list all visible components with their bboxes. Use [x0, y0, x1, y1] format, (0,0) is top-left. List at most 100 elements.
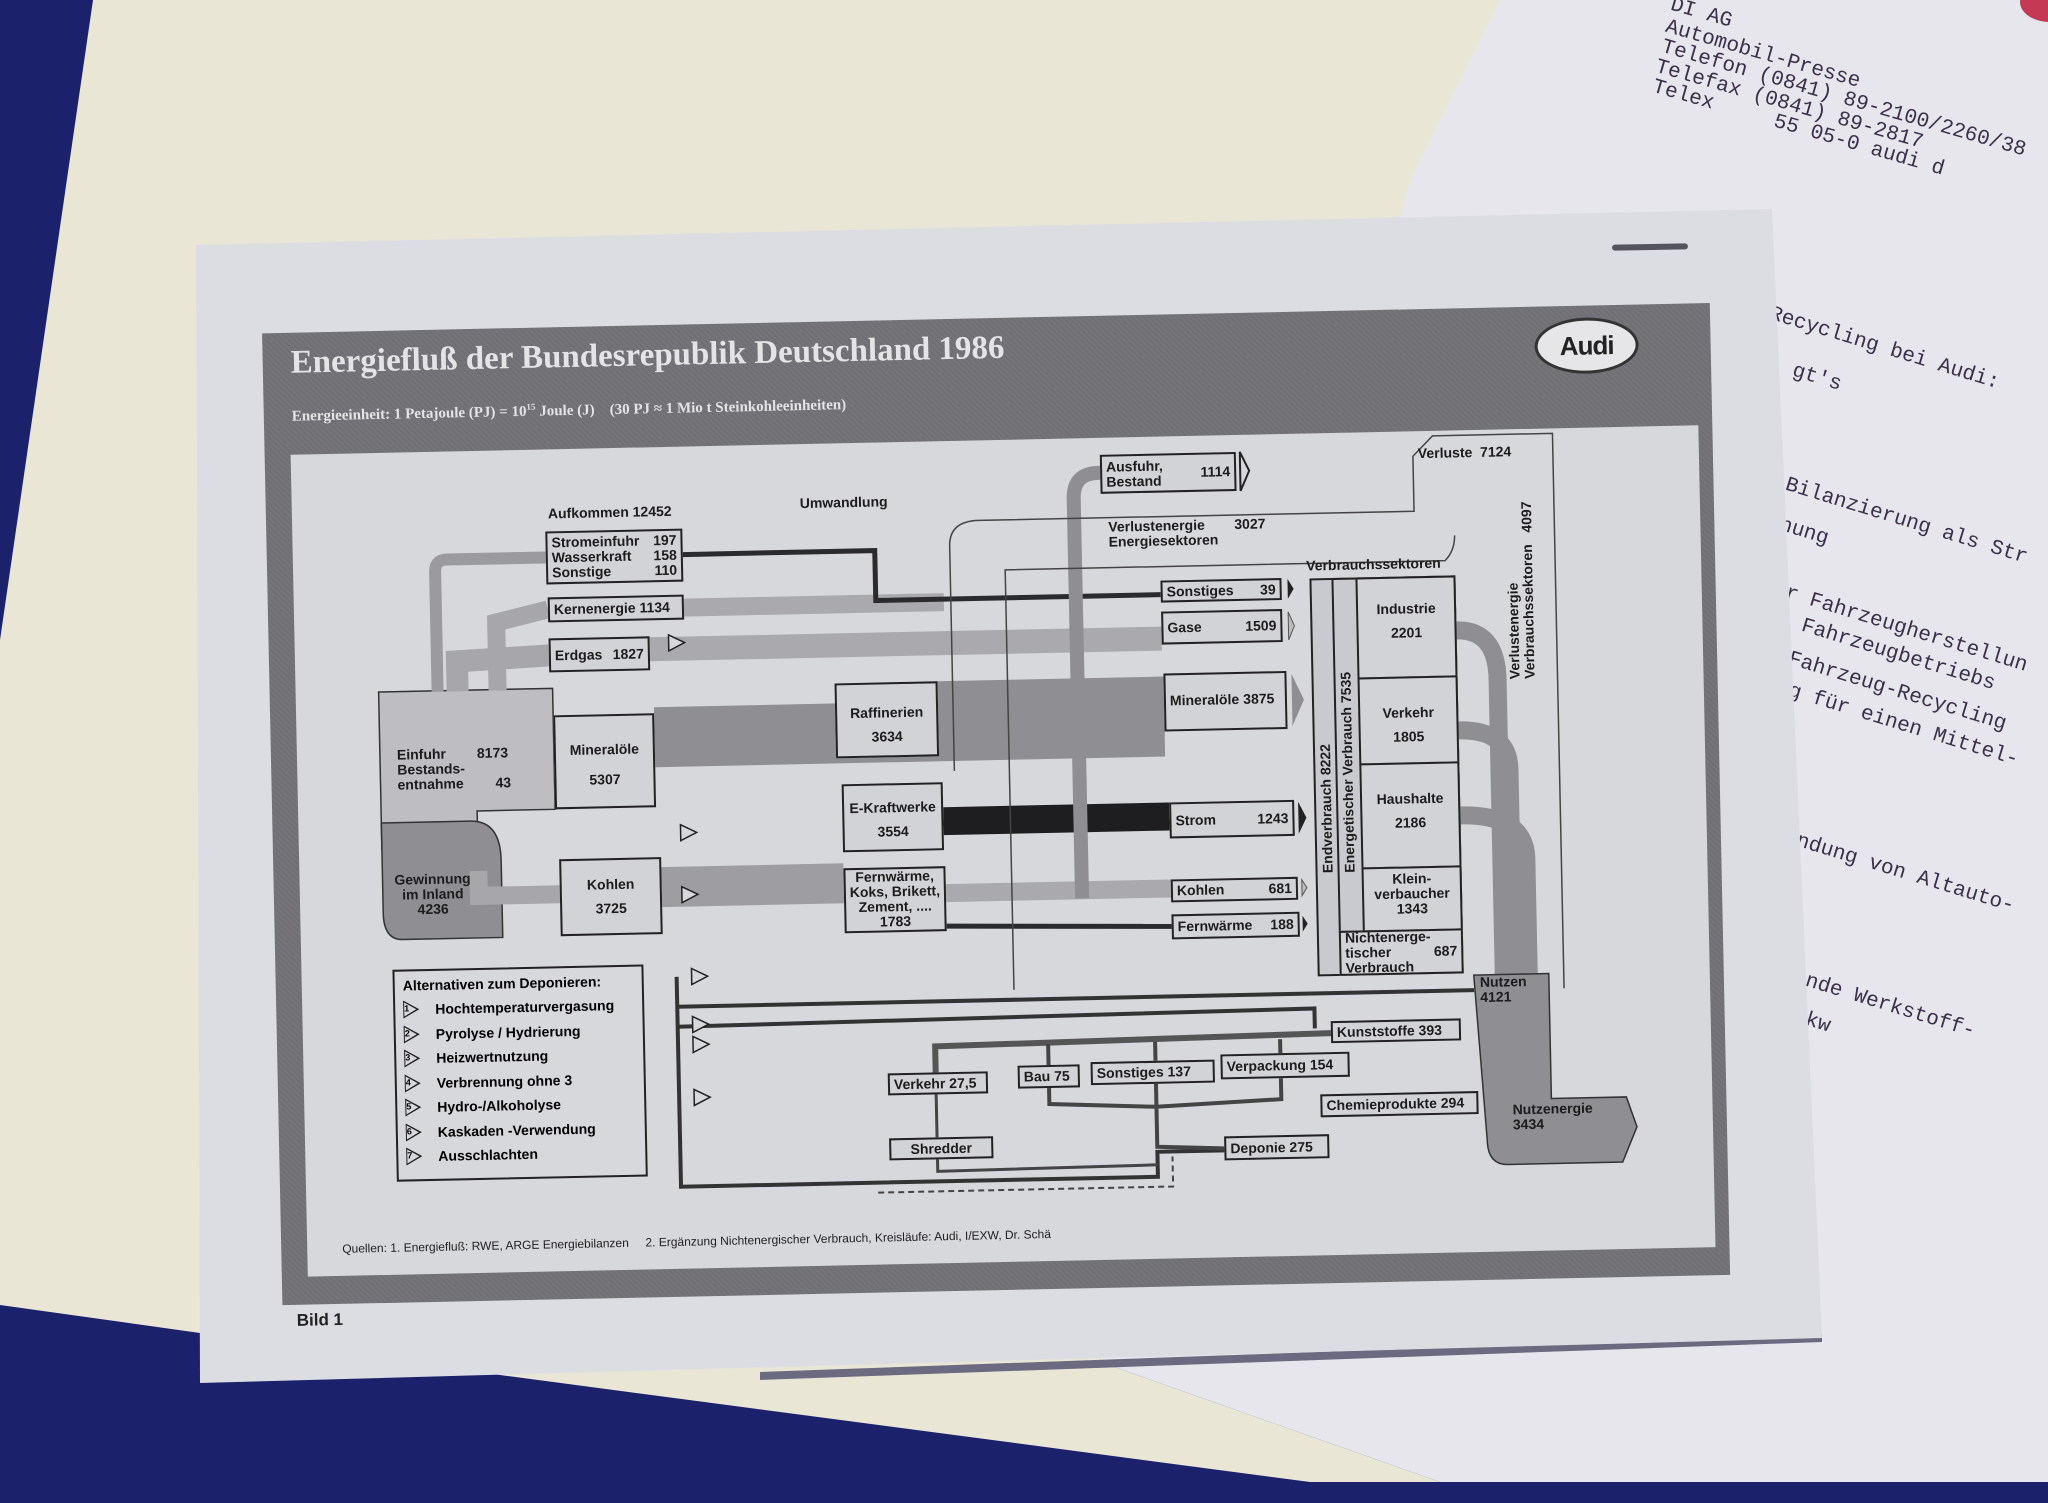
sector-industrie: Industrie 2201 — [1355, 575, 1458, 680]
node-kunststoffe: Kunststoffe 393 — [1330, 1018, 1462, 1044]
node-label: Sonstiges — [1166, 582, 1234, 600]
node-value: 681 — [1268, 879, 1293, 897]
nutzenergie-label: Nutzenergie 3434 — [1512, 1099, 1593, 1133]
output-arrow — [1301, 877, 1308, 898]
flow-band-fernwaerme — [946, 923, 1172, 929]
flow-band — [469, 870, 561, 906]
flow-band-ausfuhr — [1066, 465, 1101, 899]
node-label: Erdgas — [554, 646, 603, 664]
node-label: Verkehr — [1382, 703, 1435, 721]
flow-band-shredder — [934, 1094, 1158, 1173]
alternative-4-arrow — [690, 967, 710, 986]
node-bau: Bau 75 — [1017, 1064, 1081, 1089]
verlustenergie-energiesektoren-value: 3027 — [1234, 515, 1266, 533]
flow-band — [429, 551, 546, 692]
node-label: Kohlen — [1176, 881, 1225, 899]
numbered-triangle-icon: 7 — [406, 1147, 423, 1166]
alternative-3-arrow — [680, 885, 700, 904]
node-fernwaerme-koks: Fernwärme, Koks, Brikett, Zement, .... 1… — [843, 866, 947, 934]
output-arrow — [1287, 611, 1295, 641]
node-value: 1343 — [1396, 900, 1429, 917]
alternative-7-arrow — [693, 1088, 712, 1107]
node-sonstiges-recycling: Sonstiges 137 — [1090, 1059, 1215, 1086]
einfuhr-value: 8173 — [476, 744, 509, 761]
flow-band-recycling — [1046, 1039, 1283, 1066]
letter-body-line: gt's — [1789, 360, 1845, 397]
node-value: 3634 — [871, 728, 903, 745]
node-value: 5307 — [589, 770, 621, 788]
verlustenergie-energiesektoren-label: Verlustenergie Energiesektoren — [1108, 516, 1219, 550]
node-label: Nichtenerge- tischer Verbrauch — [1344, 928, 1431, 976]
flow-band-recycling — [677, 988, 1475, 1009]
flow-band-verlust — [948, 432, 1565, 989]
legend-label: Hydro-/Alkoholyse — [437, 1096, 562, 1116]
node-label: Ausfuhr, Bestand — [1105, 457, 1163, 490]
alternative-5-arrow — [691, 1015, 711, 1034]
gewinnung-label: Gewinnung im Inland 4236 — [394, 870, 471, 918]
output-arrow — [1287, 578, 1294, 599]
node-label: E-Kraftwerke — [849, 798, 936, 817]
legend-label: Verbrennung ohne 3 — [436, 1071, 573, 1091]
node-value: 110 — [654, 561, 678, 579]
output-strom: Strom 1243 — [1169, 799, 1295, 839]
flow-band — [445, 644, 550, 692]
legend-label: Pyrolyse / Hydrierung — [435, 1022, 581, 1042]
node-label: Haushalte — [1376, 789, 1444, 808]
legend-number: 1 — [404, 1003, 410, 1014]
node-label: Fernwärme — [1177, 916, 1253, 935]
node-label: Strom — [1175, 811, 1217, 829]
node-label: Mineralöle — [569, 740, 640, 758]
legend-number: 6 — [406, 1126, 412, 1137]
node-label: Industrie — [1376, 599, 1436, 618]
flow-band-sector-loss — [1458, 721, 1523, 980]
node-label: Kohlen — [586, 875, 635, 893]
legend-number: 4 — [405, 1077, 411, 1088]
alternative-1-arrow — [667, 633, 687, 653]
output-kohlen: Kohlen 681 — [1170, 876, 1299, 903]
output-arrow — [1238, 451, 1251, 492]
letter-body-line: nde Werkstoff- — [1802, 970, 1978, 1044]
node-label: Gase — [1167, 618, 1202, 636]
dashed-return-line — [878, 1156, 1175, 1194]
node-value: 1243 — [1257, 809, 1289, 827]
node-shredder: Shredder — [889, 1136, 994, 1161]
flow-band-recycling — [1047, 1078, 1284, 1151]
numbered-triangle-icon: 5 — [405, 1098, 422, 1117]
endverbrauch-label: Endverbrauch 8222 — [1316, 743, 1336, 874]
node-raffinerien: Raffinerien 3634 — [834, 681, 940, 759]
aufkommen-label: Aufkommen 12452 — [547, 502, 672, 522]
node-deponie: Deponie 275 — [1224, 1134, 1330, 1161]
letter-body-line: Bilanzierung als Str — [1782, 474, 2031, 570]
flow-band-strom — [943, 802, 1170, 836]
flow-band-sector-loss — [1456, 621, 1513, 980]
flow-band-sector-loss — [1460, 806, 1538, 980]
numbered-triangle-icon: 3 — [404, 1049, 421, 1068]
node-value: 2201 — [1390, 624, 1423, 641]
node-label: Mineralöle — [1169, 690, 1240, 709]
output-arrow — [1291, 673, 1304, 726]
legend-number: 5 — [406, 1101, 412, 1112]
bestandsentnahme-label: Bestands- entnahme — [397, 760, 466, 793]
legend-number: 2 — [404, 1028, 410, 1039]
output-arrow — [1302, 915, 1308, 932]
flow-band-recycling — [677, 1006, 1317, 1029]
node-label: Raffinerien — [849, 703, 924, 722]
flow-band-kohlen-out — [945, 879, 1172, 903]
gewinnung-area — [380, 820, 504, 941]
numbered-triangle-icon: 6 — [405, 1122, 423, 1142]
output-arrow — [1298, 801, 1307, 834]
letter-body-line: ndung von Altauto- — [1793, 830, 2017, 919]
verlustenergie-verbrauchssektoren-label: Verlustenergie Verbrauchssektoren 4097 — [1504, 501, 1538, 680]
flow-band-kunststoffe — [932, 1030, 1332, 1073]
